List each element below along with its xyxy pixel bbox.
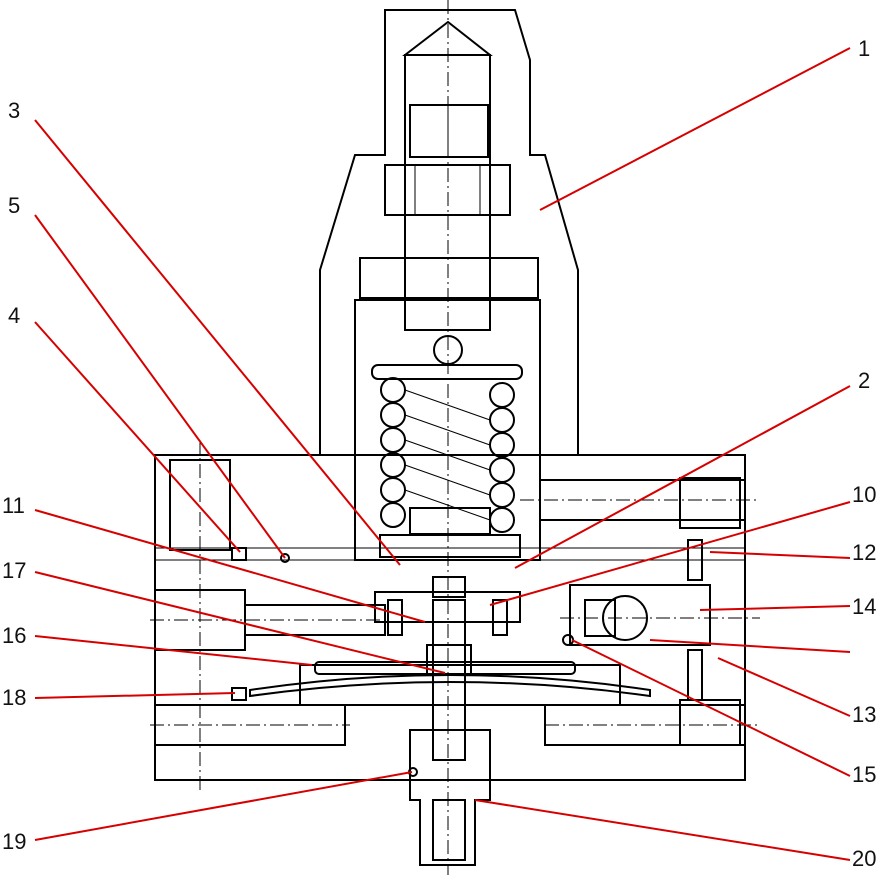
valve-internals [231,477,741,866]
center-lines [150,0,760,875]
spring-plate-bottom [379,534,521,558]
callout-3: 3 [8,98,20,123]
leader-12 [709,551,851,559]
leader-2 [514,385,851,569]
pin-12 [687,539,703,581]
callout-1: 1 [858,36,870,61]
callout-16: 16 [2,623,26,648]
callout-4: 4 [8,303,20,328]
spring-plate-top [371,364,523,380]
leader-13a [649,639,851,653]
leader-15 [571,639,851,777]
spring-coils-right [489,382,515,533]
bonnet [319,9,579,456]
seal-15 [562,634,574,646]
pin-13 [687,649,703,701]
callout-leaders [34,47,851,861]
leader-17 [34,571,446,674]
leader-10 [489,501,851,606]
screw-11 [387,599,403,636]
diaphragm [249,674,651,698]
callout-11: 11 [2,493,25,518]
valve-stem [432,599,466,761]
leader-11 [34,509,426,623]
seal-5 [280,553,290,563]
spring-assembly [371,335,523,558]
valve-body [154,9,746,781]
seal-4 [231,547,247,561]
leader-14 [699,605,851,611]
top-nut [409,104,489,158]
callout-15: 15 [852,762,876,787]
bottom-plug [409,729,491,866]
leader-20 [474,799,851,861]
callout-12: 12 [852,540,876,565]
leader-4 [34,321,241,553]
leader-1 [539,47,851,211]
callout-18: 18 [2,685,26,710]
callout-17: 17 [2,558,26,583]
relief-cavity [569,584,711,646]
leader-5 [34,214,286,559]
screw-right-upper [679,477,741,529]
callout-19: 19 [2,829,26,854]
bonnet-ring [359,257,539,299]
callout-10: 10 [852,482,876,507]
valve-insert [432,576,466,598]
leader-13 [717,657,851,717]
callout-2: 2 [858,368,870,393]
callout-20: 20 [852,846,876,871]
leader-16 [34,635,313,666]
screw-10 [492,599,508,636]
callout-13: 13 [852,702,876,727]
spring-coils-left [380,377,406,528]
leader-18 [34,692,236,699]
leader-3 [34,119,401,566]
callout-14: 14 [852,594,876,619]
lock-nut [384,164,511,216]
callout-labels: 1 2 3 4 5 10 11 12 13 14 15 16 17 18 19 … [2,36,876,871]
callout-5: 5 [8,193,20,218]
leader-19 [34,771,413,841]
stem-nut [426,644,472,676]
lower-nut [409,507,491,535]
bottom-plug-bore [432,799,466,861]
